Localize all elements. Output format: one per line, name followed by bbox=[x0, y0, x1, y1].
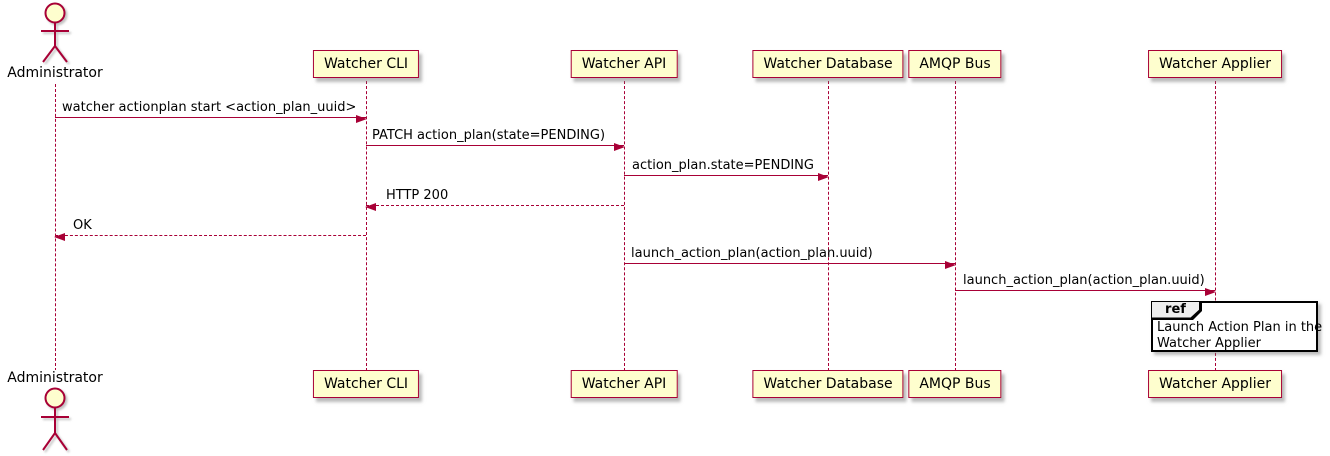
lifeline-watcher-database bbox=[828, 81, 829, 371]
participant-watcher-applier-bottom: Watcher Applier bbox=[1148, 370, 1282, 398]
message-4-label: HTTP 200 bbox=[386, 188, 449, 203]
message-4-line bbox=[366, 205, 624, 206]
participant-watcher-cli-bottom: Watcher CLI bbox=[312, 370, 420, 398]
arrowhead-icon bbox=[818, 173, 829, 181]
ref-text-line-2: Watcher Applier bbox=[1157, 335, 1261, 351]
message-5: OK bbox=[54, 216, 366, 241]
message-7: launch_action_plan(action_plan.uuid) bbox=[955, 271, 1216, 296]
lifeline-amqp-bus bbox=[955, 81, 956, 371]
arrowhead-icon bbox=[614, 143, 625, 151]
ref-text: Launch Action Plan in the Watcher Applie… bbox=[1157, 320, 1323, 351]
arrowhead-icon bbox=[945, 261, 956, 269]
message-2-line bbox=[366, 145, 624, 146]
arrowhead-icon bbox=[356, 115, 367, 123]
message-6-line bbox=[624, 263, 955, 264]
actor-label-bottom: Administrator bbox=[7, 370, 103, 386]
message-1-label: watcher actionplan start <action_plan_uu… bbox=[62, 100, 357, 115]
message-3-label: action_plan.state=PENDING bbox=[632, 158, 814, 173]
participant-watcher-api-top: Watcher API bbox=[570, 50, 678, 78]
participant-watcher-cli-top: Watcher CLI bbox=[312, 50, 420, 78]
participant-watcher-api-bottom: Watcher API bbox=[570, 370, 678, 398]
message-5-line bbox=[55, 235, 366, 236]
ref-fragment: ref Launch Action Plan in the Watcher Ap… bbox=[1151, 301, 1323, 352]
ref-keyword: ref bbox=[1152, 302, 1199, 318]
participant-watcher-applier-top: Watcher Applier bbox=[1148, 50, 1282, 78]
lifeline-watcher-applier bbox=[1215, 81, 1216, 371]
message-2: PATCH action_plan(state=PENDING) bbox=[366, 126, 625, 151]
message-4: HTTP 200 bbox=[365, 186, 624, 211]
arrowhead-icon bbox=[54, 233, 65, 241]
participant-watcher-database-bottom: Watcher Database bbox=[752, 370, 904, 398]
participant-amqp-bus-top: AMQP Bus bbox=[908, 50, 1002, 78]
message-3-line bbox=[624, 175, 828, 176]
participant-amqp-bus-bottom: AMQP Bus bbox=[908, 370, 1002, 398]
actor-icon bbox=[41, 2, 69, 63]
arrowhead-icon bbox=[365, 203, 376, 211]
message-3: action_plan.state=PENDING bbox=[624, 156, 829, 181]
actor-icon bbox=[41, 387, 69, 451]
lifeline-watcher-cli bbox=[366, 81, 367, 371]
message-1-line bbox=[55, 117, 366, 118]
message-6-label: launch_action_plan(action_plan.uuid) bbox=[631, 246, 873, 261]
ref-text-line-1: Launch Action Plan in the bbox=[1157, 320, 1323, 335]
message-2-label: PATCH action_plan(state=PENDING) bbox=[372, 128, 606, 143]
message-7-label: launch_action_plan(action_plan.uuid) bbox=[963, 273, 1205, 288]
lifeline-watcher-api bbox=[624, 81, 625, 371]
ref-tab: ref bbox=[1152, 302, 1202, 320]
lifeline-administrator bbox=[55, 84, 56, 371]
participant-watcher-database-top: Watcher Database bbox=[752, 50, 904, 78]
message-6: launch_action_plan(action_plan.uuid) bbox=[624, 244, 956, 269]
actor-label-top: Administrator bbox=[7, 65, 103, 81]
arrowhead-icon bbox=[1205, 288, 1216, 296]
message-7-line bbox=[955, 290, 1215, 291]
message-5-label: OK bbox=[73, 218, 92, 233]
message-1: watcher actionplan start <action_plan_uu… bbox=[55, 98, 367, 123]
